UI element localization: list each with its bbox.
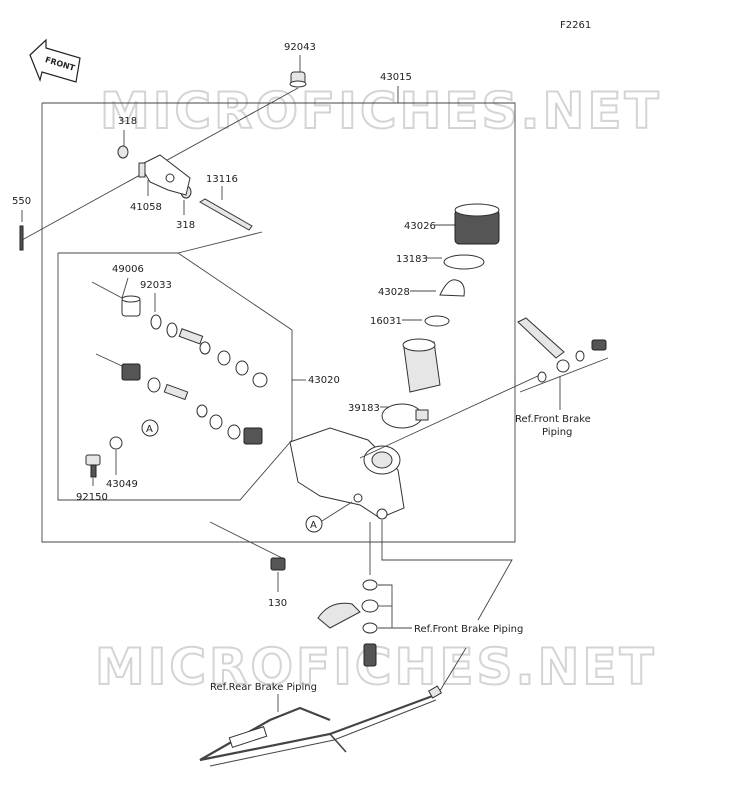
front-arrow-icon: FRONT (29, 38, 81, 83)
ref-rear-brake: Ref.Rear Brake Piping (210, 682, 317, 693)
leader-rear-brake-to-pipe (437, 647, 467, 695)
clamp-39183 (381, 403, 429, 429)
banjo-fitting-upper (517, 317, 607, 383)
banjo-stack-lower (317, 579, 379, 667)
leader-49006 (91, 277, 129, 299)
ref-front-brake-2: Ref.Front Brake Piping (414, 624, 523, 635)
label-318-bottom: 318 (176, 220, 195, 231)
label-13116: 13116 (206, 174, 238, 185)
diagram-code: F2261 (560, 20, 591, 31)
label-43020: 43020 (308, 375, 340, 386)
label-41058: 41058 (130, 202, 162, 213)
cotter-pin-550 (19, 225, 24, 251)
reservoir-body (402, 338, 441, 393)
reservoir-cap-43026 (454, 203, 500, 245)
callout-a-cylinder-label: A (310, 520, 317, 531)
leader-rod-to-kit (177, 231, 263, 254)
pin-92043 (289, 71, 307, 88)
float-16031 (424, 315, 450, 327)
leader-130-axis (209, 521, 283, 559)
leader-callout-a (321, 501, 353, 522)
label-49006: 49006 (112, 264, 144, 275)
piston-row-upper (166, 322, 268, 388)
label-318-top: 318 (118, 116, 137, 127)
assembly-box-43015 (41, 102, 516, 543)
watermark-top: MICROFICHES.NET (100, 82, 662, 140)
callout-a-kit-label: A (146, 424, 153, 435)
leader-front-brake-1b (519, 357, 609, 393)
label-43026: 43026 (404, 221, 436, 232)
boot-49006 (121, 295, 141, 317)
bolt-92150 (85, 454, 101, 478)
ref-front-brake-1-line2: Piping (542, 427, 572, 438)
label-92150: 92150 (76, 492, 108, 503)
push-rod-13116 (199, 198, 253, 231)
plate-13183 (443, 254, 485, 270)
leader-spring-row (95, 353, 123, 367)
spring-row-lower (121, 363, 263, 445)
label-550: 550 (12, 196, 31, 207)
bolt-130 (270, 557, 286, 571)
callout-a-kit (141, 419, 159, 437)
nut-318-top (117, 145, 129, 159)
label-92043: 92043 (284, 42, 316, 53)
label-43015: 43015 (380, 72, 412, 83)
rear-brake-pipe (199, 685, 443, 767)
label-16031: 16031 (370, 316, 402, 327)
snap-ring-92033 (150, 314, 162, 330)
clevis-41058 (138, 154, 191, 196)
leader-rear-brake-upper (381, 520, 513, 621)
label-13183: 13183 (396, 254, 428, 265)
label-130: 130 (268, 598, 287, 609)
leader-front-brake-2-bracket (378, 584, 393, 629)
leader-front-brake-1 (359, 374, 541, 459)
callout-a-cylinder (305, 515, 323, 533)
label-39183: 39183 (348, 403, 380, 414)
ref-front-brake-1-line1: Ref.Front Brake (515, 414, 591, 425)
label-92033: 92033 (140, 280, 172, 291)
label-43049: 43049 (106, 479, 138, 490)
label-43028: 43028 (378, 287, 410, 298)
diaphragm-43028 (439, 279, 465, 297)
washer-43049 (109, 436, 123, 450)
